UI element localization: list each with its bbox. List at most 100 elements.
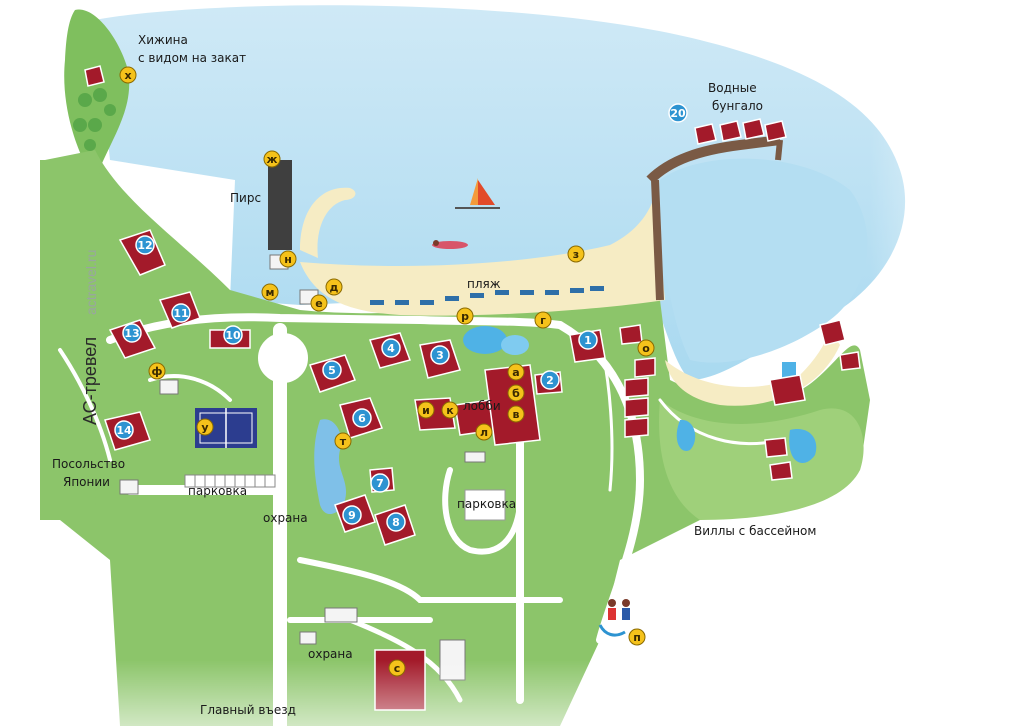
marker-2[interactable]: 2 [540, 370, 560, 390]
marker-g[interactable]: г [534, 311, 552, 329]
marker-10[interactable]: 10 [223, 325, 243, 345]
marker-p-label: п [633, 631, 641, 644]
marker-t-label: т [340, 435, 347, 448]
marker-d[interactable]: д [325, 278, 343, 296]
marker-3-label: 3 [436, 349, 444, 362]
marker-7[interactable]: 7 [370, 473, 390, 493]
marker-u-label: у [201, 421, 208, 434]
marker-e-label: е [315, 297, 322, 310]
marker-a-label: а [512, 366, 519, 379]
label-lobby: лобби [463, 399, 501, 413]
marker-p[interactable]: п [628, 628, 646, 646]
marker-5-label: 5 [328, 364, 336, 377]
marker-e[interactable]: е [310, 294, 328, 312]
marker-11[interactable]: 11 [171, 303, 191, 323]
pool-secondary [501, 335, 529, 355]
marker-g-label: г [540, 314, 546, 327]
marker-n-label: н [284, 253, 292, 266]
pier-sandbar [300, 187, 356, 258]
marker-8-label: 8 [392, 516, 400, 529]
letter-markers: а б в г д е ж з и к л м н о п р с т у ф … [119, 66, 655, 677]
boardwalk-leg [651, 179, 664, 301]
marker-r-label: р [461, 310, 469, 323]
label-embassy-1: Посольство [52, 457, 125, 471]
parking-center [464, 489, 506, 521]
sailboat-icon [455, 178, 500, 209]
label-security-lower: охрана [308, 647, 353, 661]
water-bungalow-boardwalk [646, 135, 781, 184]
marker-8[interactable]: 8 [386, 512, 406, 532]
watermark-site: actravel.ru [83, 250, 99, 315]
marker-6-label: 6 [358, 412, 366, 425]
label-beach: пляж [467, 277, 501, 291]
marker-o[interactable]: о [637, 339, 655, 357]
marker-f-label: ф [152, 365, 163, 378]
marker-m-label: м [266, 286, 275, 299]
label-parking-left: парковка [188, 484, 247, 498]
walking-people-icon [598, 599, 630, 637]
parking-left [184, 474, 276, 488]
marker-h-label: х [124, 69, 131, 82]
marker-t[interactable]: т [334, 432, 352, 450]
marker-b-label: б [512, 387, 520, 400]
east-area [659, 400, 864, 520]
label-embassy-2: Японии [63, 475, 110, 489]
marker-z[interactable]: з [567, 245, 585, 263]
marker-n[interactable]: н [279, 250, 297, 268]
marker-v-label: в [513, 408, 520, 421]
marker-1-label: 1 [584, 334, 592, 347]
marker-3[interactable]: 3 [430, 345, 450, 365]
marker-s[interactable]: с [388, 659, 406, 677]
villa-pool-1 [676, 419, 696, 451]
marker-12-label: 12 [137, 239, 152, 252]
marker-14-label: 14 [116, 424, 132, 437]
boardwalk-end [775, 139, 783, 161]
west-strip [40, 160, 100, 520]
marker-11-label: 11 [173, 307, 188, 320]
marker-k-label: к [446, 404, 454, 417]
marker-l[interactable]: л [475, 423, 493, 441]
marker-v[interactable]: в [507, 405, 525, 423]
marker-u[interactable]: у [196, 418, 214, 436]
marker-7-label: 7 [376, 477, 384, 490]
marker-2-label: 2 [546, 374, 554, 387]
marker-20-label: 20 [670, 107, 686, 120]
marker-zh[interactable]: ж [263, 150, 281, 168]
trees [73, 88, 116, 151]
marker-13[interactable]: 13 [122, 323, 142, 343]
label-water-bungalows-2: бунгало [712, 99, 763, 113]
label-sunset-hut-2: с видом на закат [138, 51, 246, 65]
marker-b[interactable]: б [507, 384, 525, 402]
marker-r[interactable]: р [456, 307, 474, 325]
marker-i[interactable]: и [417, 401, 435, 419]
marker-k[interactable]: к [441, 401, 459, 419]
marker-5[interactable]: 5 [322, 360, 342, 380]
marker-12[interactable]: 12 [135, 235, 155, 255]
marker-zh-label: ж [267, 153, 278, 166]
marker-s-label: с [394, 662, 401, 675]
label-pier: Пирс [230, 191, 261, 205]
label-sunset-hut-1: Хижина [138, 33, 188, 47]
marker-20[interactable]: 20 [668, 103, 688, 123]
marker-h[interactable]: х [119, 66, 137, 84]
watermark: АС-тревел actravel.ru [80, 250, 100, 425]
marker-a[interactable]: а [507, 363, 525, 381]
beach-sand [300, 195, 665, 316]
marker-m[interactable]: м [261, 283, 279, 301]
main-land [45, 150, 870, 726]
marker-1[interactable]: 1 [578, 330, 598, 350]
beach-loungers [370, 286, 604, 305]
marker-13-label: 13 [124, 327, 139, 340]
marker-9-label: 9 [348, 509, 356, 522]
marker-14[interactable]: 14 [114, 420, 134, 440]
marker-4-label: 4 [387, 342, 395, 355]
marker-9[interactable]: 9 [342, 505, 362, 525]
marker-f[interactable]: ф [148, 362, 166, 380]
marker-4[interactable]: 4 [381, 338, 401, 358]
lagoon-right [660, 158, 868, 363]
label-water-bungalows-1: Водные [708, 81, 757, 95]
label-pool-villas: Виллы с бассейном [694, 524, 816, 538]
marker-z-label: з [573, 248, 579, 261]
marker-6[interactable]: 6 [352, 408, 372, 428]
